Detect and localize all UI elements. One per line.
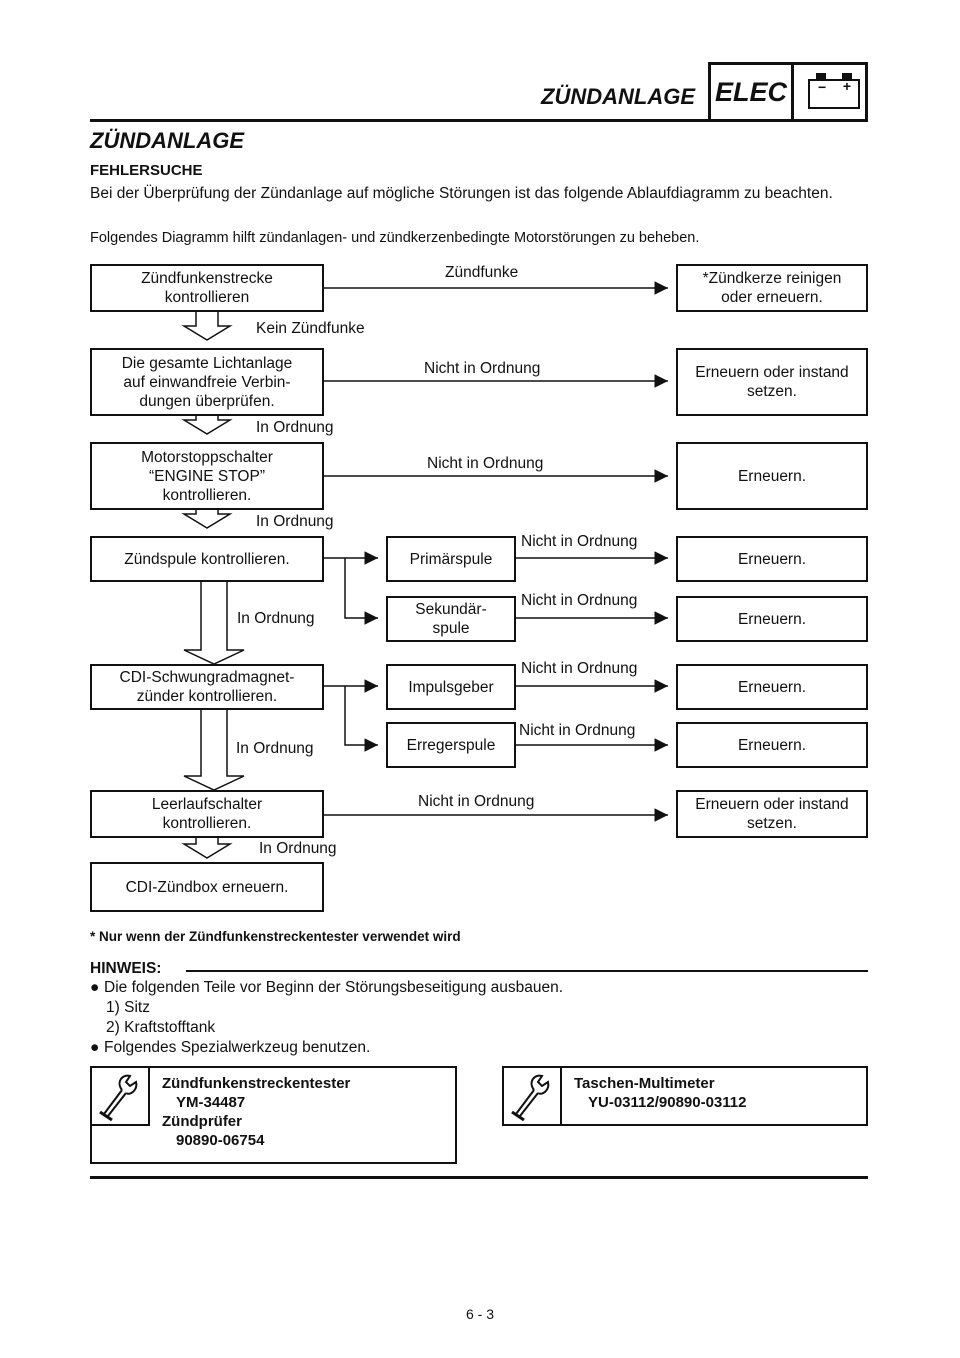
tool-name: Taschen-Multimeter — [574, 1075, 715, 1092]
header-rule — [90, 119, 710, 122]
tool-name: Zündfunkenstreckentester — [162, 1075, 351, 1092]
elec-label: ELEC — [715, 77, 788, 107]
badge-divider — [791, 65, 794, 119]
intro-paragraph: Bei der Überprüfung der Zündanlage auf m… — [90, 185, 833, 202]
label-not-ok: Nicht in Ordnung — [521, 660, 638, 677]
list-number: 2) — [106, 1019, 120, 1036]
bullet-icon: ● — [90, 979, 100, 996]
step-engine-stop-switch: Motorstoppschalter “ENGINE STOP” kontrol… — [90, 442, 324, 510]
sub-secondary-coil: Sekundär- spule — [386, 596, 516, 642]
label-not-ok: Nicht in Ordnung — [424, 360, 541, 377]
result-repair: Erneuern oder instand setzen. — [676, 790, 868, 838]
list-number: 1) — [106, 999, 120, 1016]
list-item: 1) Sitz — [90, 998, 563, 1018]
elec-badge: ELEC − + — [708, 62, 868, 122]
label-ok: In Ordnung — [256, 419, 334, 436]
wrench-icon — [504, 1068, 562, 1126]
tool-text: Zündfunkenstreckentester YM-34487 Zündpr… — [162, 1074, 350, 1150]
label-no-spark: Kein Zündfunke — [256, 320, 365, 337]
battery-icon: − + — [808, 73, 860, 109]
intro-paragraph-2: Folgendes Diagramm hilft zündanlagen- un… — [90, 230, 700, 246]
bullet-icon: ● — [90, 1039, 100, 1056]
header-section-title: ZÜNDANLAGE — [541, 84, 695, 109]
result-clean-plug: *Zündkerze reinigen oder erneuern. — [676, 264, 868, 312]
label-ok: In Ordnung — [256, 513, 334, 530]
label-not-ok: Nicht in Ordnung — [418, 793, 535, 810]
label-spark: Zündfunke — [445, 264, 519, 281]
label-not-ok: Nicht in Ordnung — [519, 722, 636, 739]
tool-box-spark-tester: Zündfunkenstreckentester YM-34487 Zündpr… — [90, 1066, 457, 1164]
step-cdi-magneto: CDI-Schwungradmagnet- zünder kontrollier… — [90, 664, 324, 710]
footnote: * Nur wenn der Zündfunkenstreckentester … — [90, 929, 461, 944]
result-replace: Erneuern. — [676, 596, 868, 642]
step-replace-cdi: CDI-Zündbox erneuern. — [90, 862, 324, 912]
tool-text: Taschen-Multimeter YU-03112/90890-03112 — [574, 1074, 746, 1112]
step-spark-gap-check: Zündfunkenstrecke kontrollieren — [90, 264, 324, 312]
wrench-icon — [92, 1068, 150, 1126]
list-item-text: Folgendes Spezialwerkzeug benutzen. — [104, 1039, 371, 1056]
result-replace: Erneuern. — [676, 722, 868, 768]
list-item-text: Sitz — [124, 999, 150, 1016]
list-item: 2) Kraftstofftank — [90, 1018, 563, 1038]
section-subtitle: FEHLERSUCHE — [90, 162, 203, 179]
label-not-ok: Nicht in Ordnung — [427, 455, 544, 472]
hinweis-title: HINWEIS: — [90, 960, 162, 977]
list-item: ●Folgendes Spezialwerkzeug benutzen. — [90, 1038, 563, 1058]
label-ok: In Ordnung — [237, 610, 315, 627]
tool-box-multimeter: Taschen-Multimeter YU-03112/90890-03112 — [502, 1066, 868, 1126]
page-number: 6 - 3 — [465, 1306, 494, 1322]
step-neutral-switch: Leerlaufschalter kontrollieren. — [90, 790, 324, 838]
sub-pickup-coil: Impulsgeber — [386, 664, 516, 710]
list-item-text: Kraftstofftank — [124, 1019, 216, 1036]
battery-plus-symbol: + — [842, 78, 851, 94]
result-replace: Erneuern. — [676, 442, 868, 510]
tool-code: YU-03112/90890-03112 — [588, 1094, 747, 1111]
tool-code: 90890-06754 — [176, 1132, 265, 1149]
list-item-text: Die folgenden Teile vor Beginn der Störu… — [104, 979, 564, 996]
step-wiring-check: Die gesamte Lichtanlage auf einwandfreie… — [90, 348, 324, 416]
result-repair: Erneuern oder instand setzen. — [676, 348, 868, 416]
page-title: ZÜNDANLAGE — [90, 128, 244, 153]
tool-name: Zündprüfer — [162, 1113, 242, 1130]
label-ok: In Ordnung — [236, 740, 314, 757]
result-replace: Erneuern. — [676, 664, 868, 710]
label-not-ok: Nicht in Ordnung — [521, 592, 638, 609]
list-item: ●Die folgenden Teile vor Beginn der Stör… — [90, 978, 563, 998]
battery-minus-symbol: − — [818, 79, 827, 95]
result-replace: Erneuern. — [676, 536, 868, 582]
step-ignition-coil: Zündspule kontrollieren. — [90, 536, 324, 582]
label-not-ok: Nicht in Ordnung — [521, 533, 638, 550]
hinweis-rule — [186, 970, 868, 972]
label-ok: In Ordnung — [259, 840, 337, 857]
sub-primary-coil: Primärspule — [386, 536, 516, 582]
bottom-rule — [90, 1176, 868, 1179]
hinweis-list: ●Die folgenden Teile vor Beginn der Stör… — [90, 978, 563, 1058]
sub-source-coil: Erregerspule — [386, 722, 516, 768]
tool-code: YM-34487 — [176, 1094, 246, 1111]
